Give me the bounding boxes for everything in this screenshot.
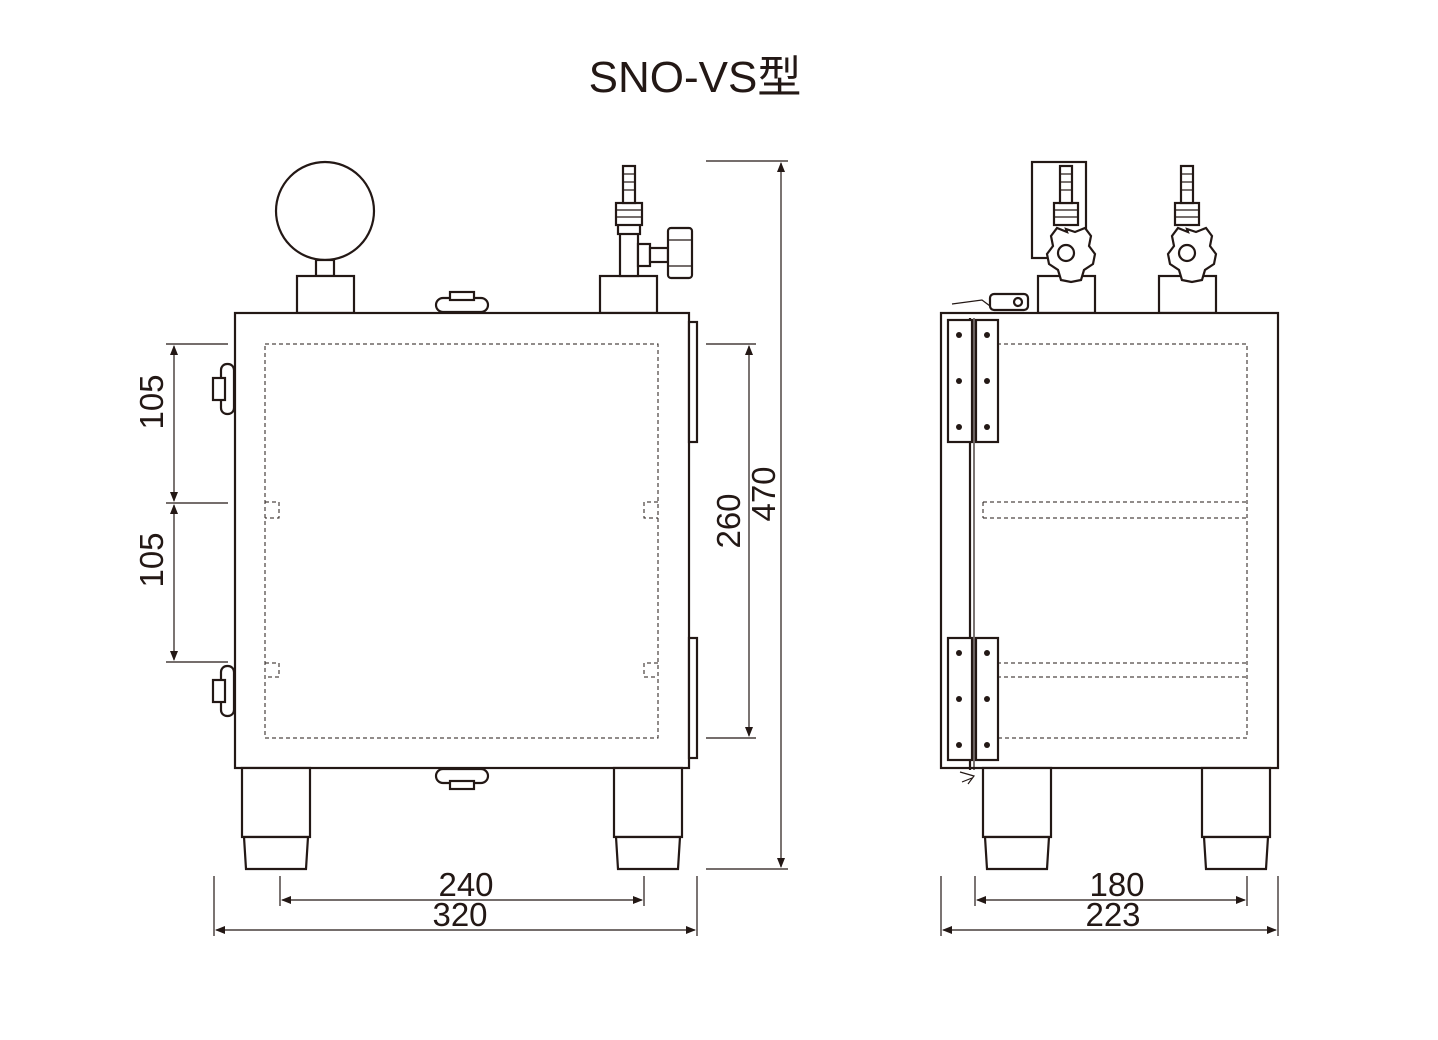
pressure-gauge — [274, 160, 376, 315]
left-latch-upper — [211, 362, 236, 416]
side-bottom-latch — [959, 771, 976, 785]
dim-105-lower: 105 — [133, 532, 170, 587]
dim-223: 223 — [1085, 896, 1140, 933]
left-latch-lower — [211, 664, 236, 718]
side-top-latch — [951, 292, 1030, 312]
drawing-title: SNO-VS型 — [589, 53, 802, 102]
dim-105-upper: 105 — [133, 374, 170, 429]
right-hinge-upper — [687, 320, 699, 444]
bottom-latch — [434, 767, 490, 791]
side-hinge-upper — [946, 318, 1000, 444]
front-inner-chamber — [264, 343, 659, 739]
side-valve-2 — [1157, 164, 1218, 315]
front-feet — [240, 766, 684, 871]
dim-180: 180 — [1089, 866, 1144, 903]
dimension-lines — [166, 160, 1279, 936]
dim-470: 470 — [745, 466, 782, 521]
front-valve — [598, 164, 694, 315]
side-hinge-lower — [946, 636, 1000, 762]
top-latch — [434, 290, 490, 314]
front-view — [211, 160, 699, 871]
side-valve-1 — [1036, 164, 1097, 315]
dim-320: 320 — [432, 896, 487, 933]
side-feet — [981, 766, 1272, 871]
front-body — [233, 311, 691, 770]
side-view — [939, 160, 1280, 871]
dim-240: 240 — [438, 866, 493, 903]
right-hinge-lower — [687, 636, 699, 760]
dim-260: 260 — [710, 493, 747, 548]
